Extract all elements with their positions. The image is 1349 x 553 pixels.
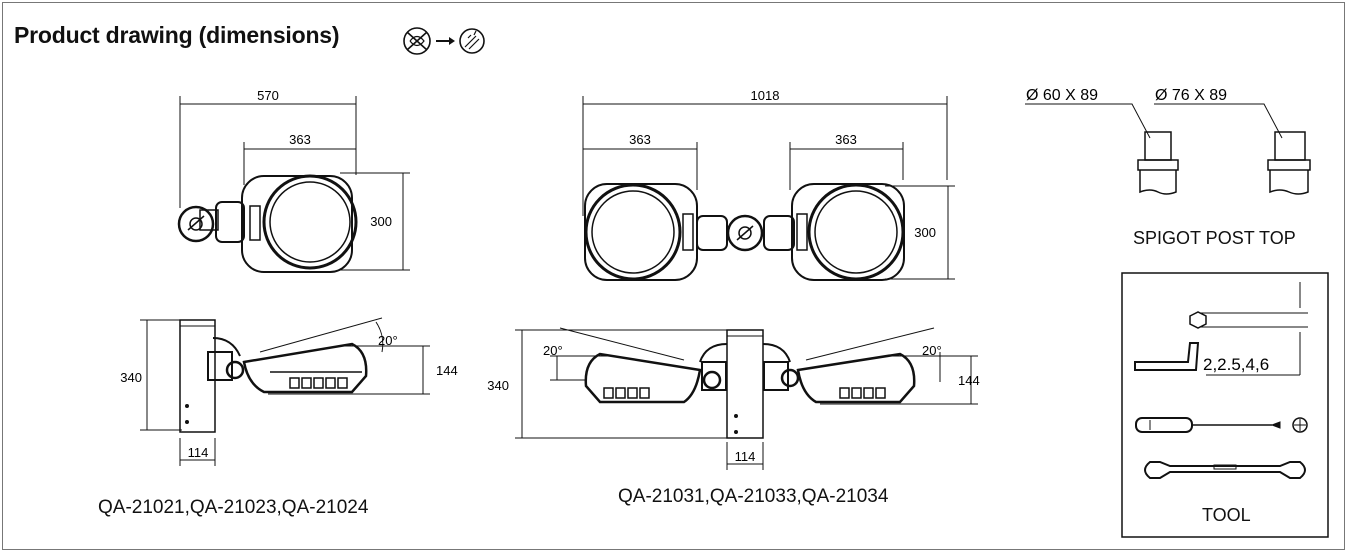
dim-side-height-double: 340: [487, 378, 509, 393]
hex-key-sizes: 2,2.5,4,6: [1203, 355, 1269, 374]
dim-side-head-double: 144: [958, 373, 980, 388]
dim-base-single: 114: [188, 445, 209, 460]
models-double: QA-21031,QA-21033,QA-21034: [618, 486, 889, 507]
dim-angle-right-double: 20°: [922, 343, 942, 358]
spigot-size-b: Ø 76 X 89: [1155, 87, 1227, 104]
models-single: QA-21021,QA-21023,QA-21024: [98, 497, 369, 518]
dim-width-double: 1018: [751, 88, 780, 103]
dim-angle-single: 20°: [378, 333, 398, 348]
dim-side-height-single: 340: [120, 370, 142, 385]
dim-head-single: 363: [289, 132, 311, 147]
assembly-to-lamp-icon: [403, 27, 485, 55]
dim-head-left-double: 363: [629, 132, 651, 147]
tool-label: TOOL: [1202, 505, 1251, 525]
dim-height-single: 300: [370, 214, 392, 229]
dim-base-double: 114: [735, 449, 756, 464]
dim-width-single: 570: [257, 88, 279, 103]
spigot-size-a: Ø 60 X 89: [1026, 87, 1098, 104]
dim-head-right-double: 363: [835, 132, 857, 147]
dim-height-double: 300: [914, 225, 936, 240]
dim-side-head-single: 144: [436, 363, 458, 378]
spigot-label: SPIGOT POST TOP: [1133, 228, 1296, 248]
page-title: Product drawing (dimensions): [14, 22, 340, 48]
dim-angle-left-double: 20°: [543, 343, 563, 358]
